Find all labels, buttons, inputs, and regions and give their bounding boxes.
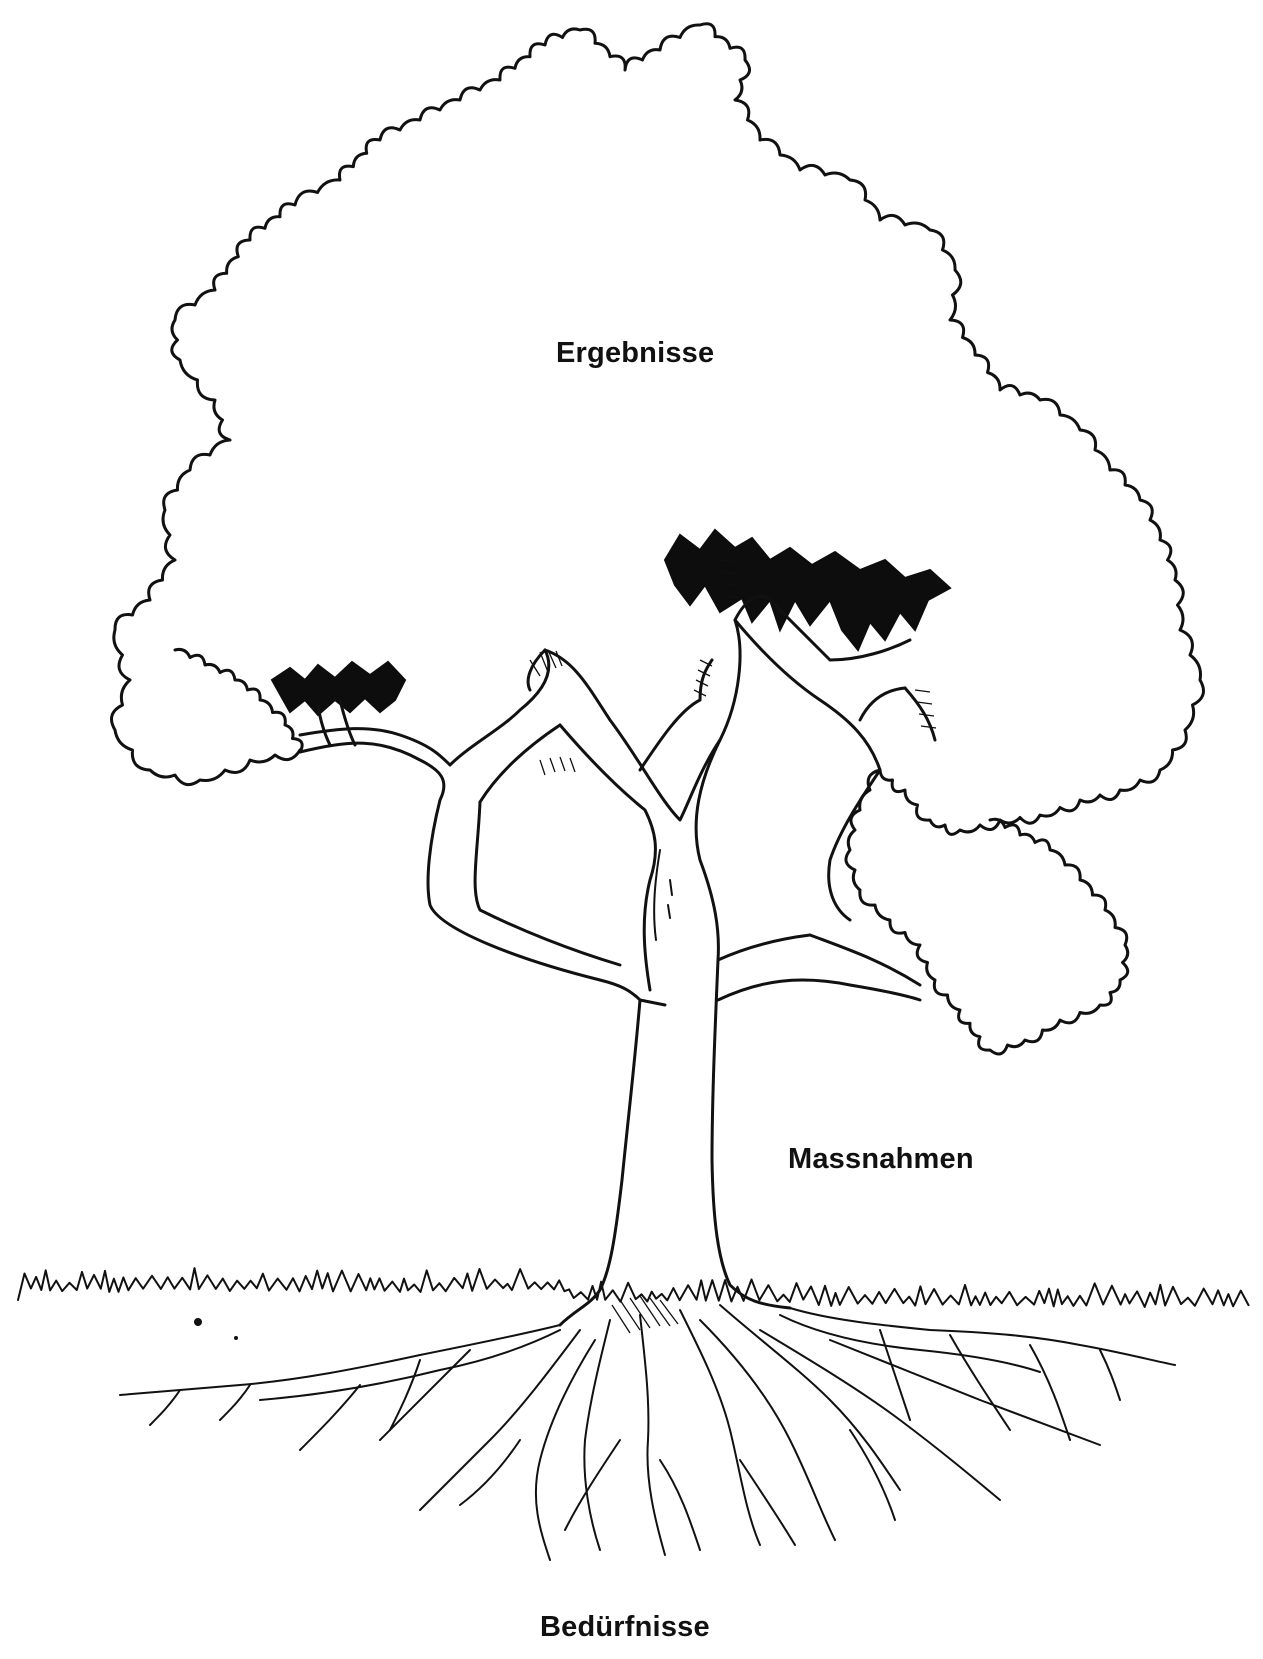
tree-roots xyxy=(120,1296,1175,1560)
tree-dark-foliage xyxy=(272,530,950,715)
label-beduerfnisse: Bedürfnisse xyxy=(540,1611,710,1644)
tree-branches xyxy=(300,596,935,1005)
tree-trunk xyxy=(560,850,790,1325)
tree-leaf-cluster-right xyxy=(846,770,1128,1054)
ground-grass-line xyxy=(18,1268,1249,1307)
label-massnahmen: Massnahmen xyxy=(788,1143,974,1176)
label-ergebnisse: Ergebnisse xyxy=(556,337,714,370)
